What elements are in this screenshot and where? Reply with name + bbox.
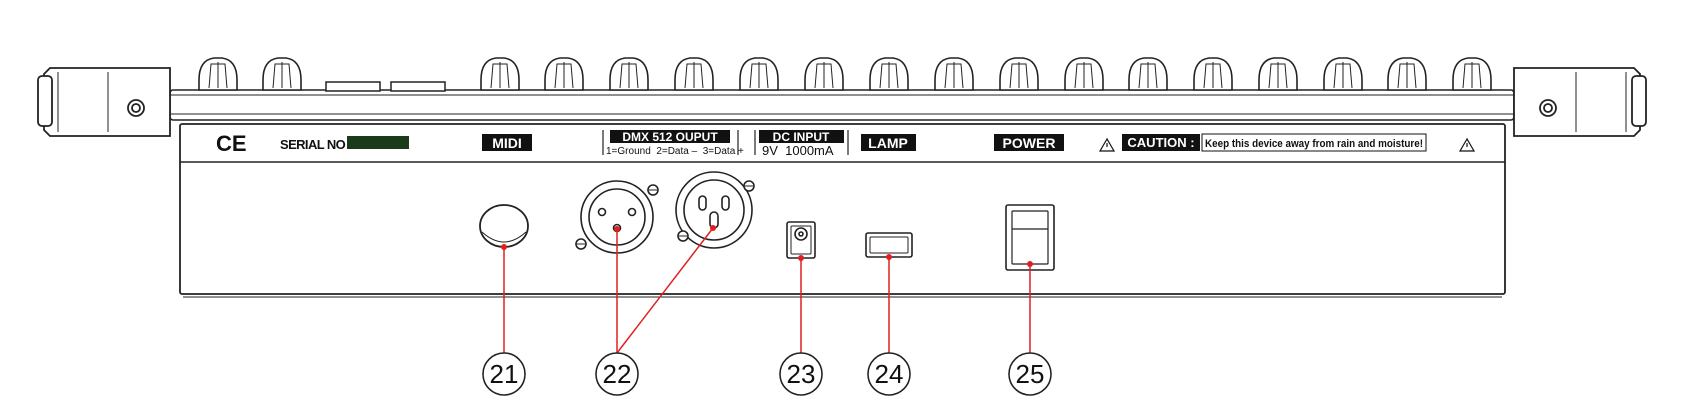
knob-icon (609, 57, 649, 91)
screw-icon (647, 184, 659, 196)
dmx-label-bg (610, 130, 730, 143)
warning-triangle-icon (1098, 137, 1116, 152)
serial-label: SERIAL NO : (280, 137, 352, 152)
right-mount-bracket (1513, 67, 1647, 137)
screw-icon (743, 180, 755, 192)
knob-icon (739, 57, 779, 91)
dmx-pins: 1=Ground 2=Data – 3=Data + (606, 146, 744, 157)
knob-row (198, 57, 1492, 92)
callout-circle (1008, 352, 1052, 396)
dmx-title: DMX 512 OUPUT (622, 130, 718, 144)
midi-label: MIDI (492, 135, 522, 151)
lamp-label: LAMP (868, 135, 908, 151)
callout-22: 22 (595, 225, 716, 396)
callout-number: 21 (490, 359, 519, 389)
callout-number: 22 (603, 359, 632, 389)
midi-label-bg (482, 134, 532, 151)
callout-circle (867, 352, 911, 396)
knob-icon (1064, 57, 1104, 91)
label-strip: CE SERIAL NO : MIDI DMX 512 OUPUT 1=Grou… (216, 130, 1476, 158)
slot-cover (390, 81, 446, 92)
callout-anchor-dot (710, 225, 716, 231)
ce-mark: CE (216, 131, 247, 156)
left-mount-bracket (37, 67, 171, 137)
slot-cover (325, 81, 381, 92)
knob-icon (674, 57, 714, 91)
caution-text: Keep this device away from rain and mois… (1205, 138, 1423, 150)
callout-24: 24 (867, 254, 911, 396)
screw-icon (1539, 99, 1557, 117)
knob-icon (804, 57, 844, 91)
dc-spec: 9V 1000mA (762, 143, 834, 158)
screw-icon (575, 238, 587, 250)
caution-label: CAUTION : (1127, 135, 1194, 150)
callout-23: 23 (779, 255, 823, 396)
callout-anchor-dot (1027, 261, 1033, 267)
callout-circle (779, 352, 823, 396)
callout-circle (595, 352, 639, 396)
callout-25: 25 (1008, 261, 1052, 396)
callout-number: 25 (1016, 359, 1045, 389)
warning-triangle-icon (1458, 137, 1476, 152)
knob-icon (1452, 57, 1492, 91)
power-label: POWER (1003, 135, 1056, 151)
callout-anchor-dot (614, 226, 620, 232)
power-label-bg (994, 134, 1064, 151)
knob-icon (198, 57, 238, 91)
dmx-output-2 (675, 171, 755, 249)
caution-label-bg (1122, 134, 1200, 151)
midi-port (479, 204, 529, 248)
knob-icon (1128, 57, 1168, 91)
callout-number: 24 (875, 359, 904, 389)
dmx-output-1 (575, 180, 659, 254)
callout-anchor-dot (886, 254, 892, 260)
callout-number: 23 (787, 359, 816, 389)
dc-input-jack (786, 221, 816, 259)
knob-icon (544, 57, 584, 91)
knob-icon (1258, 57, 1298, 91)
serial-number-box (347, 136, 409, 149)
rear-panel-body (179, 123, 1506, 298)
dc-label-bg (759, 130, 844, 143)
knob-icon (869, 57, 909, 91)
screw-icon (677, 230, 689, 242)
knob-icon (262, 57, 302, 91)
callout-layer: 21 22 23 24 25 (482, 225, 1052, 396)
knob-icon (1193, 57, 1233, 91)
lamp-socket (865, 232, 913, 258)
callout-circle (482, 352, 526, 396)
top-rail (169, 89, 1515, 121)
knob-icon (999, 57, 1039, 91)
power-switch (1005, 204, 1055, 271)
knob-icon (1387, 57, 1427, 91)
callout-anchor-dot (798, 255, 804, 261)
callout-anchor-dot (501, 244, 507, 250)
knob-icon (934, 57, 974, 91)
lamp-label-bg (861, 134, 916, 151)
dc-title: DC INPUT (773, 130, 830, 144)
knob-icon (480, 57, 520, 91)
knob-icon (1323, 57, 1363, 91)
callout-21: 21 (482, 244, 526, 396)
screw-icon (127, 99, 145, 117)
